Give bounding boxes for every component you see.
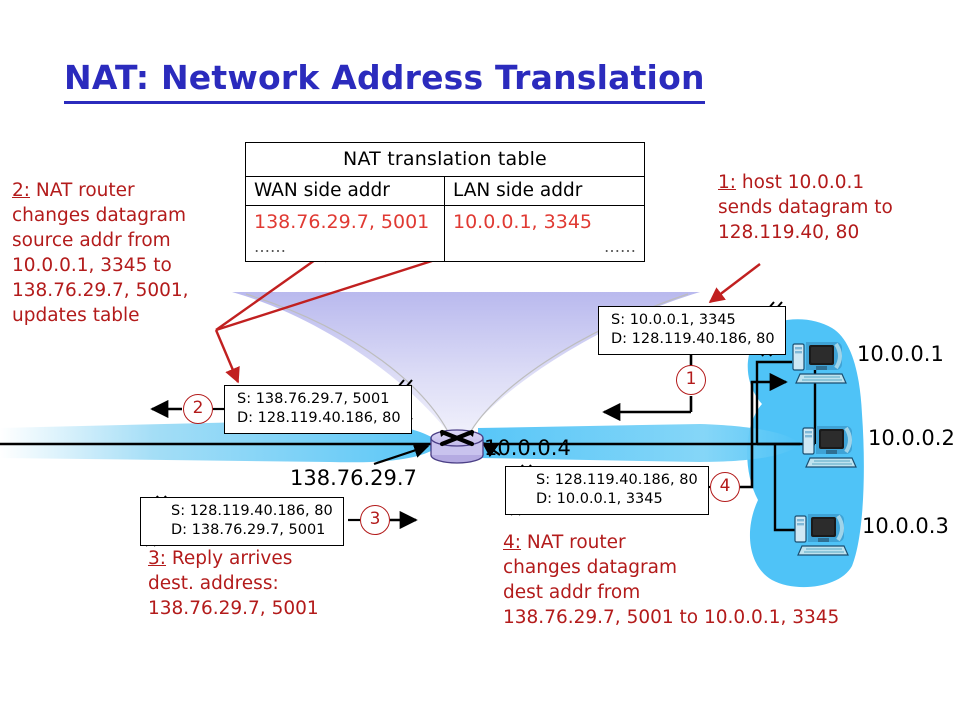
nat-cell-wan-ellipsis: …… [246,237,445,261]
datagram-box-4: S: 128.119.40.186, 80 D: 10.0.0.1, 3345 [505,466,709,515]
nat-router-icon [430,428,484,464]
nat-cell-wan-addr: 138.76.29.7, 5001 [246,206,445,237]
step-3-line-2: dest. address: [148,573,279,594]
step-2-line-6: updates table [12,305,140,326]
step1-note-pointer [708,263,761,303]
label-host3-ip: 10.0.0.3 [862,514,949,538]
datagram-box-1: S: 10.0.0.1, 3345 D: 128.119.40.186, 80 [598,306,786,355]
packet-1-dest: D: 128.119.40.186, 80 [611,331,775,347]
annotation-step-3: 3: Reply arrives dest. address: 138.76.2… [148,546,319,621]
label-host1-ip: 10.0.0.1 [857,342,944,366]
step-marker-3: 3 [360,505,390,535]
step-2-line-4: 10.0.0.1, 3345 to [12,255,172,276]
nat-table-row: 138.76.29.7, 5001 10.0.0.1, 3345 [246,206,644,237]
step4-flow-arrow [698,372,788,489]
step-4-line-1: NAT router [521,532,626,553]
nat-translation-table: NAT translation table WAN side addr LAN … [245,142,645,262]
packet-3-source: S: 128.119.40.186, 80 [171,503,333,519]
packet-1-source: S: 10.0.0.1, 3345 [611,312,736,328]
nat-header-lan: LAN side addr [445,177,644,206]
step-marker-2: 2 [183,394,213,424]
packet-2-source: S: 138.76.29.7, 5001 [237,391,390,407]
step-2-line-5: 138.76.29.7, 5001, [12,280,189,301]
page-title: NAT: Network Address Translation [64,58,705,104]
nat-table-header-row: WAN side addr LAN side addr [246,177,644,206]
datagram-box-2: S: 138.76.29.7, 5001 D: 128.119.40.186, … [224,385,412,434]
step-1-line-1: host 10.0.0.1 [736,172,865,193]
step-4-line-2: changes datagram [503,557,677,578]
annotation-step-2: 2: NAT router changes datagram source ad… [12,178,189,328]
packet-2-dest: D: 128.119.40.186, 80 [237,410,401,426]
nat-cell-lan-addr: 10.0.0.1, 3345 [453,211,592,233]
step-3-line-3: 138.76.29.7, 5001 [148,598,319,619]
host-computer-icon [800,420,862,472]
step-1-line-2: sends datagram to [718,197,893,218]
step-2-line-1: NAT router [30,180,135,201]
step-marker-4: 4 [710,472,740,502]
nat-cell-lan-ellipsis: …… [604,237,636,256]
annotation-step-4: 4: NAT router changes datagram dest addr… [503,530,839,630]
step-2-number: 2: [12,180,31,201]
annotation-step-1: 1: host 10.0.0.1 sends datagram to 128.1… [718,170,893,245]
nat-table-title: NAT translation table [246,143,644,177]
packet-4-source: S: 128.119.40.186, 80 [536,472,698,488]
step-marker-1: 1 [676,365,706,395]
label-lan-interface-ip: 10.0.0.4 [484,436,571,460]
step-1-line-3: 128.119.40, 80 [718,222,860,243]
nat-table-row: …… …… [246,237,644,261]
step-3-number: 3: [148,548,167,569]
step-2-line-3: source addr from [12,230,171,251]
packet-3-dest: D: 138.76.29.7, 5001 [171,522,326,538]
host-computer-icon [792,508,854,560]
wan-ip-pointer [373,443,430,466]
host-computer-icon [790,336,852,388]
label-host2-ip: 10.0.0.2 [868,426,955,450]
step-3-line-1: Reply arrives [166,548,293,569]
step-4-line-4: 138.76.29.7, 5001 to 10.0.0.1, 3345 [503,607,840,628]
step-4-number: 4: [503,532,522,553]
step-2-line-2: changes datagram [12,205,186,226]
step-4-line-3: dest addr from [503,582,641,603]
datagram-box-3: S: 128.119.40.186, 80 D: 138.76.29.7, 50… [140,497,344,546]
nat-header-wan: WAN side addr [246,177,445,206]
table-annotation-arrows [214,239,490,384]
step-1-number: 1: [718,172,737,193]
packet-4-dest: D: 10.0.0.1, 3345 [536,491,663,507]
label-wan-interface-ip: 138.76.29.7 [290,466,417,490]
